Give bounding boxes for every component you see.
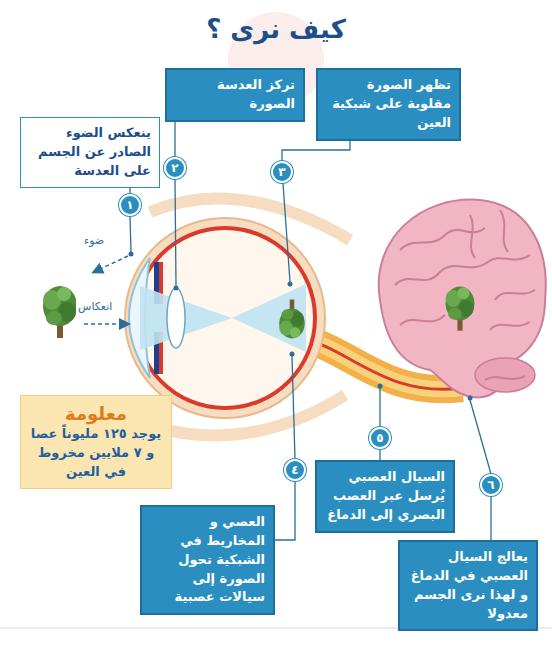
callout-number: ٥	[369, 427, 391, 449]
step-box: تظهر الصورة مقلوبة على شبكية العين	[316, 68, 461, 141]
callout-number: ٣	[271, 161, 293, 183]
step-text: تظهر الصورة مقلوبة على شبكية العين	[326, 76, 451, 133]
step-text: تركز العدسة الصورة	[175, 76, 295, 114]
callout-number: ١	[119, 194, 141, 216]
callout-number: ٦	[480, 474, 502, 496]
reflection-label: انعكاس	[76, 300, 114, 313]
callout-number: ٤	[284, 459, 306, 481]
step-box: السيال العصبي يُرسل عبر العصب البصري إلى…	[315, 460, 455, 533]
step-box: ينعكس الضوء الصادر عن الجسم على العدسة	[20, 117, 160, 188]
light-label: ضوء	[82, 234, 106, 247]
step-text: السيال العصبي يُرسل عبر العصب البصري إلى…	[325, 468, 445, 525]
step-box: تركز العدسة الصورة	[165, 68, 305, 122]
callout-number: ٢	[164, 157, 186, 179]
step-text: يوجد ١٢٥ مليوناً عصا و ٧ ملايين مخروط في…	[27, 425, 165, 482]
title: كيف نرى ؟	[0, 14, 552, 44]
info-heading: معلومة	[27, 402, 165, 425]
step-box: يعالج السيال العصبي في الدماغ و لهذا نرى…	[398, 540, 538, 631]
step-text: يعالج السيال العصبي في الدماغ و لهذا نرى…	[408, 548, 528, 623]
step-box: العصي و المخاريط في الشبكية تحول الصورة …	[140, 505, 275, 615]
info-box: معلومةيوجد ١٢٥ مليوناً عصا و ٧ ملايين مخ…	[20, 395, 172, 489]
step-text: ينعكس الضوء الصادر عن الجسم على العدسة	[29, 124, 151, 181]
step-text: العصي و المخاريط في الشبكية تحول الصورة …	[150, 513, 265, 607]
